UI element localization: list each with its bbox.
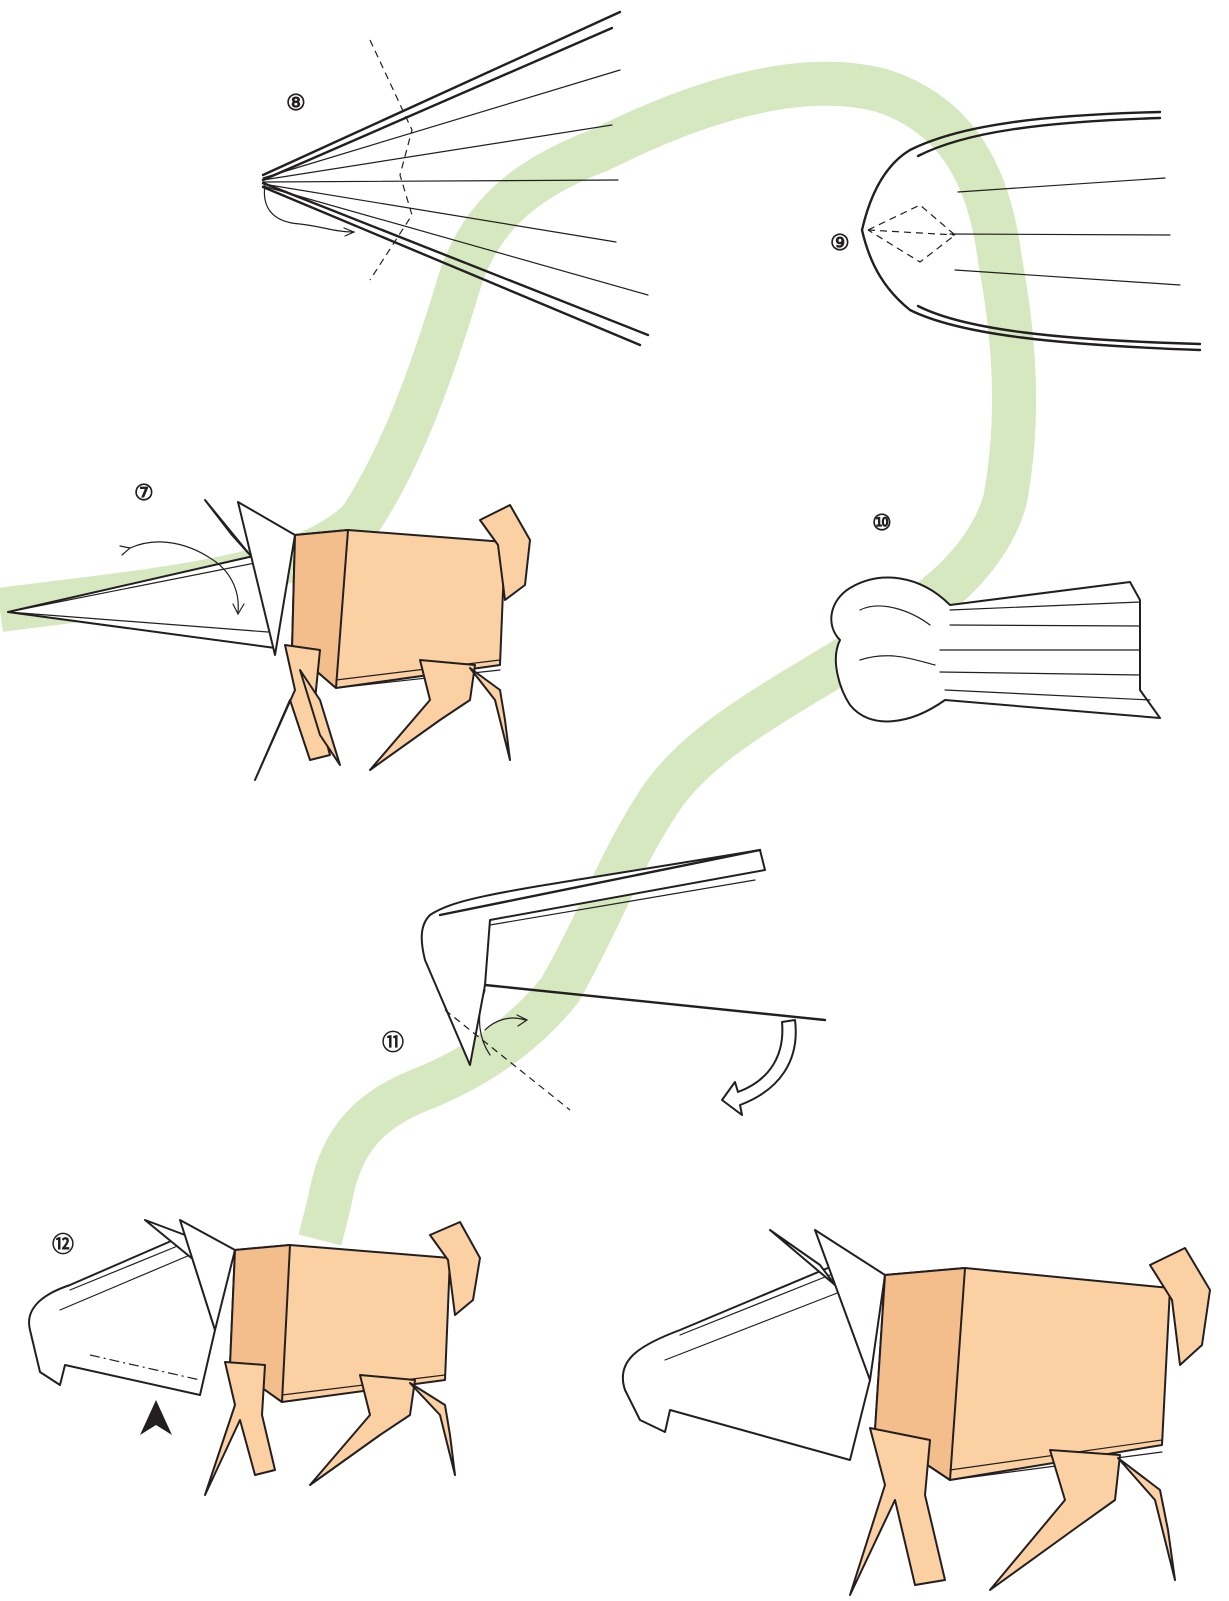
step-10-figure [831,578,1160,722]
step-10-label: ⑩ [872,510,892,535]
step-12-label: ⑫ [52,1232,74,1257]
step-8-label: ⑧ [286,90,306,115]
push-arrow-icon [140,1400,172,1435]
step-7-label: ⑦ [134,480,154,505]
step-11-label: ⑪ [382,1030,404,1055]
step-9-label: ⑨ [830,230,850,255]
step-9-figure [862,112,1200,350]
final-model-figure [623,1230,1210,1595]
fold-arrow-icon [722,1020,796,1115]
step-7-figure [8,500,530,780]
step-12-figure [29,1220,480,1495]
